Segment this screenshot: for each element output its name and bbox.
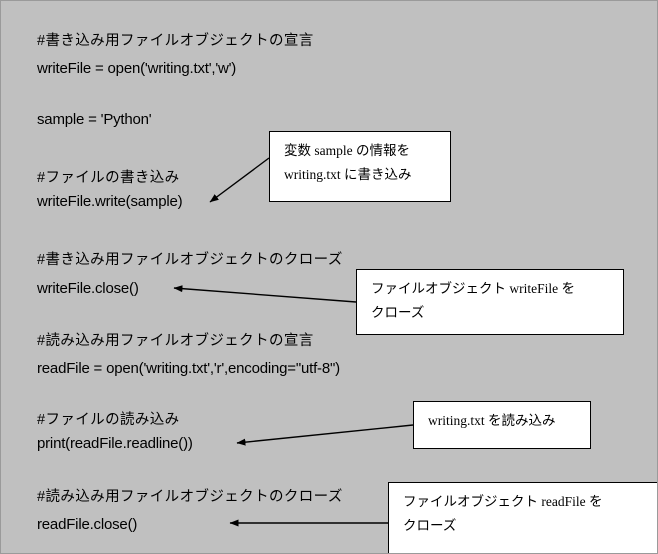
callout-close-writefile: ファイルオブジェクト writeFile をクローズ bbox=[356, 269, 624, 335]
code-comment-line: #書き込み用ファイルオブジェクトの宣言 bbox=[37, 33, 314, 49]
callout-write-sample: 変数 sample の情報を writing.txt に書き込み bbox=[269, 131, 451, 202]
callout-text-line: クローズ bbox=[403, 518, 457, 533]
code-statement-line: writeFile = open('writing.txt','w') bbox=[37, 60, 237, 77]
callout-text-line: writing.txt を読み込み bbox=[428, 413, 556, 428]
code-statement-line: writeFile.close() bbox=[37, 280, 139, 297]
callout-read-writingtxt: writing.txt を読み込み bbox=[413, 401, 591, 449]
code-comment-line: #ファイルの読み込み bbox=[37, 412, 180, 428]
code-statement-line: sample = 'Python' bbox=[37, 111, 152, 128]
arrow-to-close-writefile bbox=[173, 285, 357, 303]
arrow-to-readline bbox=[236, 424, 414, 446]
callout-text-line: ファイルオブジェクト writeFile を bbox=[371, 281, 575, 296]
code-comment-line: #読み込み用ファイルオブジェクトのクローズ bbox=[37, 489, 343, 505]
callout-text-line: ファイルオブジェクト readFile を bbox=[403, 494, 603, 509]
code-statement-line: print(readFile.readline()) bbox=[37, 435, 193, 452]
code-comment-line: #ファイルの書き込み bbox=[37, 170, 180, 186]
arrow-to-write-sample bbox=[209, 157, 270, 203]
callout-text-line: クローズ bbox=[371, 305, 425, 320]
callout-text-line: writing.txt に書き込み bbox=[284, 167, 412, 182]
code-statement-line: readFile.close() bbox=[37, 516, 138, 533]
code-statement-line: writeFile.write(sample) bbox=[37, 193, 183, 210]
code-statement-line: readFile = open('writing.txt','r',encodi… bbox=[37, 360, 340, 377]
callout-close-readfile: ファイルオブジェクト readFile をクローズ bbox=[388, 482, 657, 553]
callout-text-line: 変数 sample の情報を bbox=[284, 143, 410, 158]
code-comment-line: #読み込み用ファイルオブジェクトの宣言 bbox=[37, 333, 314, 349]
code-comment-line: #書き込み用ファイルオブジェクトのクローズ bbox=[37, 252, 343, 268]
